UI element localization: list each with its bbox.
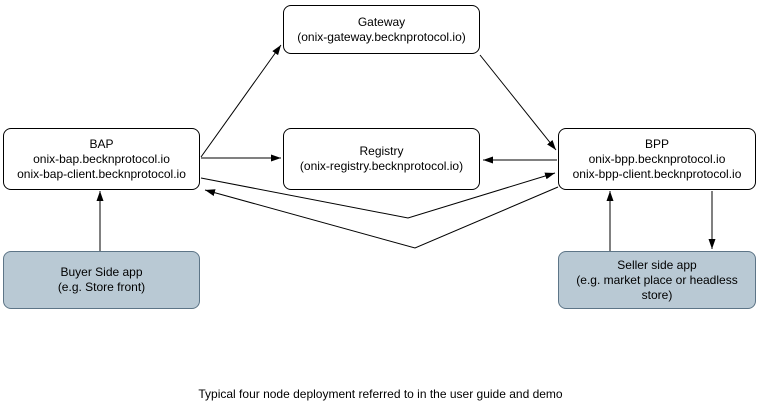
edge-bap-to-gateway-arrow [200,44,282,158]
node-bpp: BPP onix-bpp.becknprotocol.io onix-bpp-c… [558,128,756,190]
edge-bap-to-bpp-arrow [200,172,556,219]
gateway-title: Gateway [357,14,406,29]
edge-gateway-to-bpp-arrow [479,54,557,151]
bpp-client-domain: onix-bpp-client.becknprotocol.io [572,166,742,181]
gateway-domain: (onix-gateway.becknprotocol.io) [297,29,466,44]
seller-app-example: (e.g. market place or headless store) [576,272,738,302]
bpp-domain: onix-bpp.becknprotocol.io [588,151,726,166]
bpp-title: BPP [644,136,669,151]
node-registry: Registry (onix-registry.becknprotocol.io… [283,128,480,190]
node-buyer-side-app: Buyer Side app (e.g. Store front) [3,251,200,309]
bap-client-domain: onix-bap-client.becknprotocol.io [17,166,186,181]
node-gateway: Gateway (onix-gateway.becknprotocol.io) [283,5,480,54]
registry-title: Registry [359,144,404,158]
registry-domain: (onix-registry.becknprotocol.io) [299,159,464,173]
seller-app-title: Seller side app [617,257,697,272]
buyer-app-example: (e.g. Store front) [57,280,146,294]
bap-domain: onix-bap.becknprotocol.io [33,151,170,166]
node-seller-side-app: Seller side app (e.g. market place or he… [558,251,756,309]
node-bap: BAP onix-bap.becknprotocol.io onix-bap-c… [3,128,200,190]
diagram-caption: Typical four node deployment referred to… [198,387,563,401]
edge-bpp-to-bap-arrow [204,186,559,249]
buyer-app-title: Buyer Side app [60,265,143,279]
bap-title: BAP [89,136,114,151]
